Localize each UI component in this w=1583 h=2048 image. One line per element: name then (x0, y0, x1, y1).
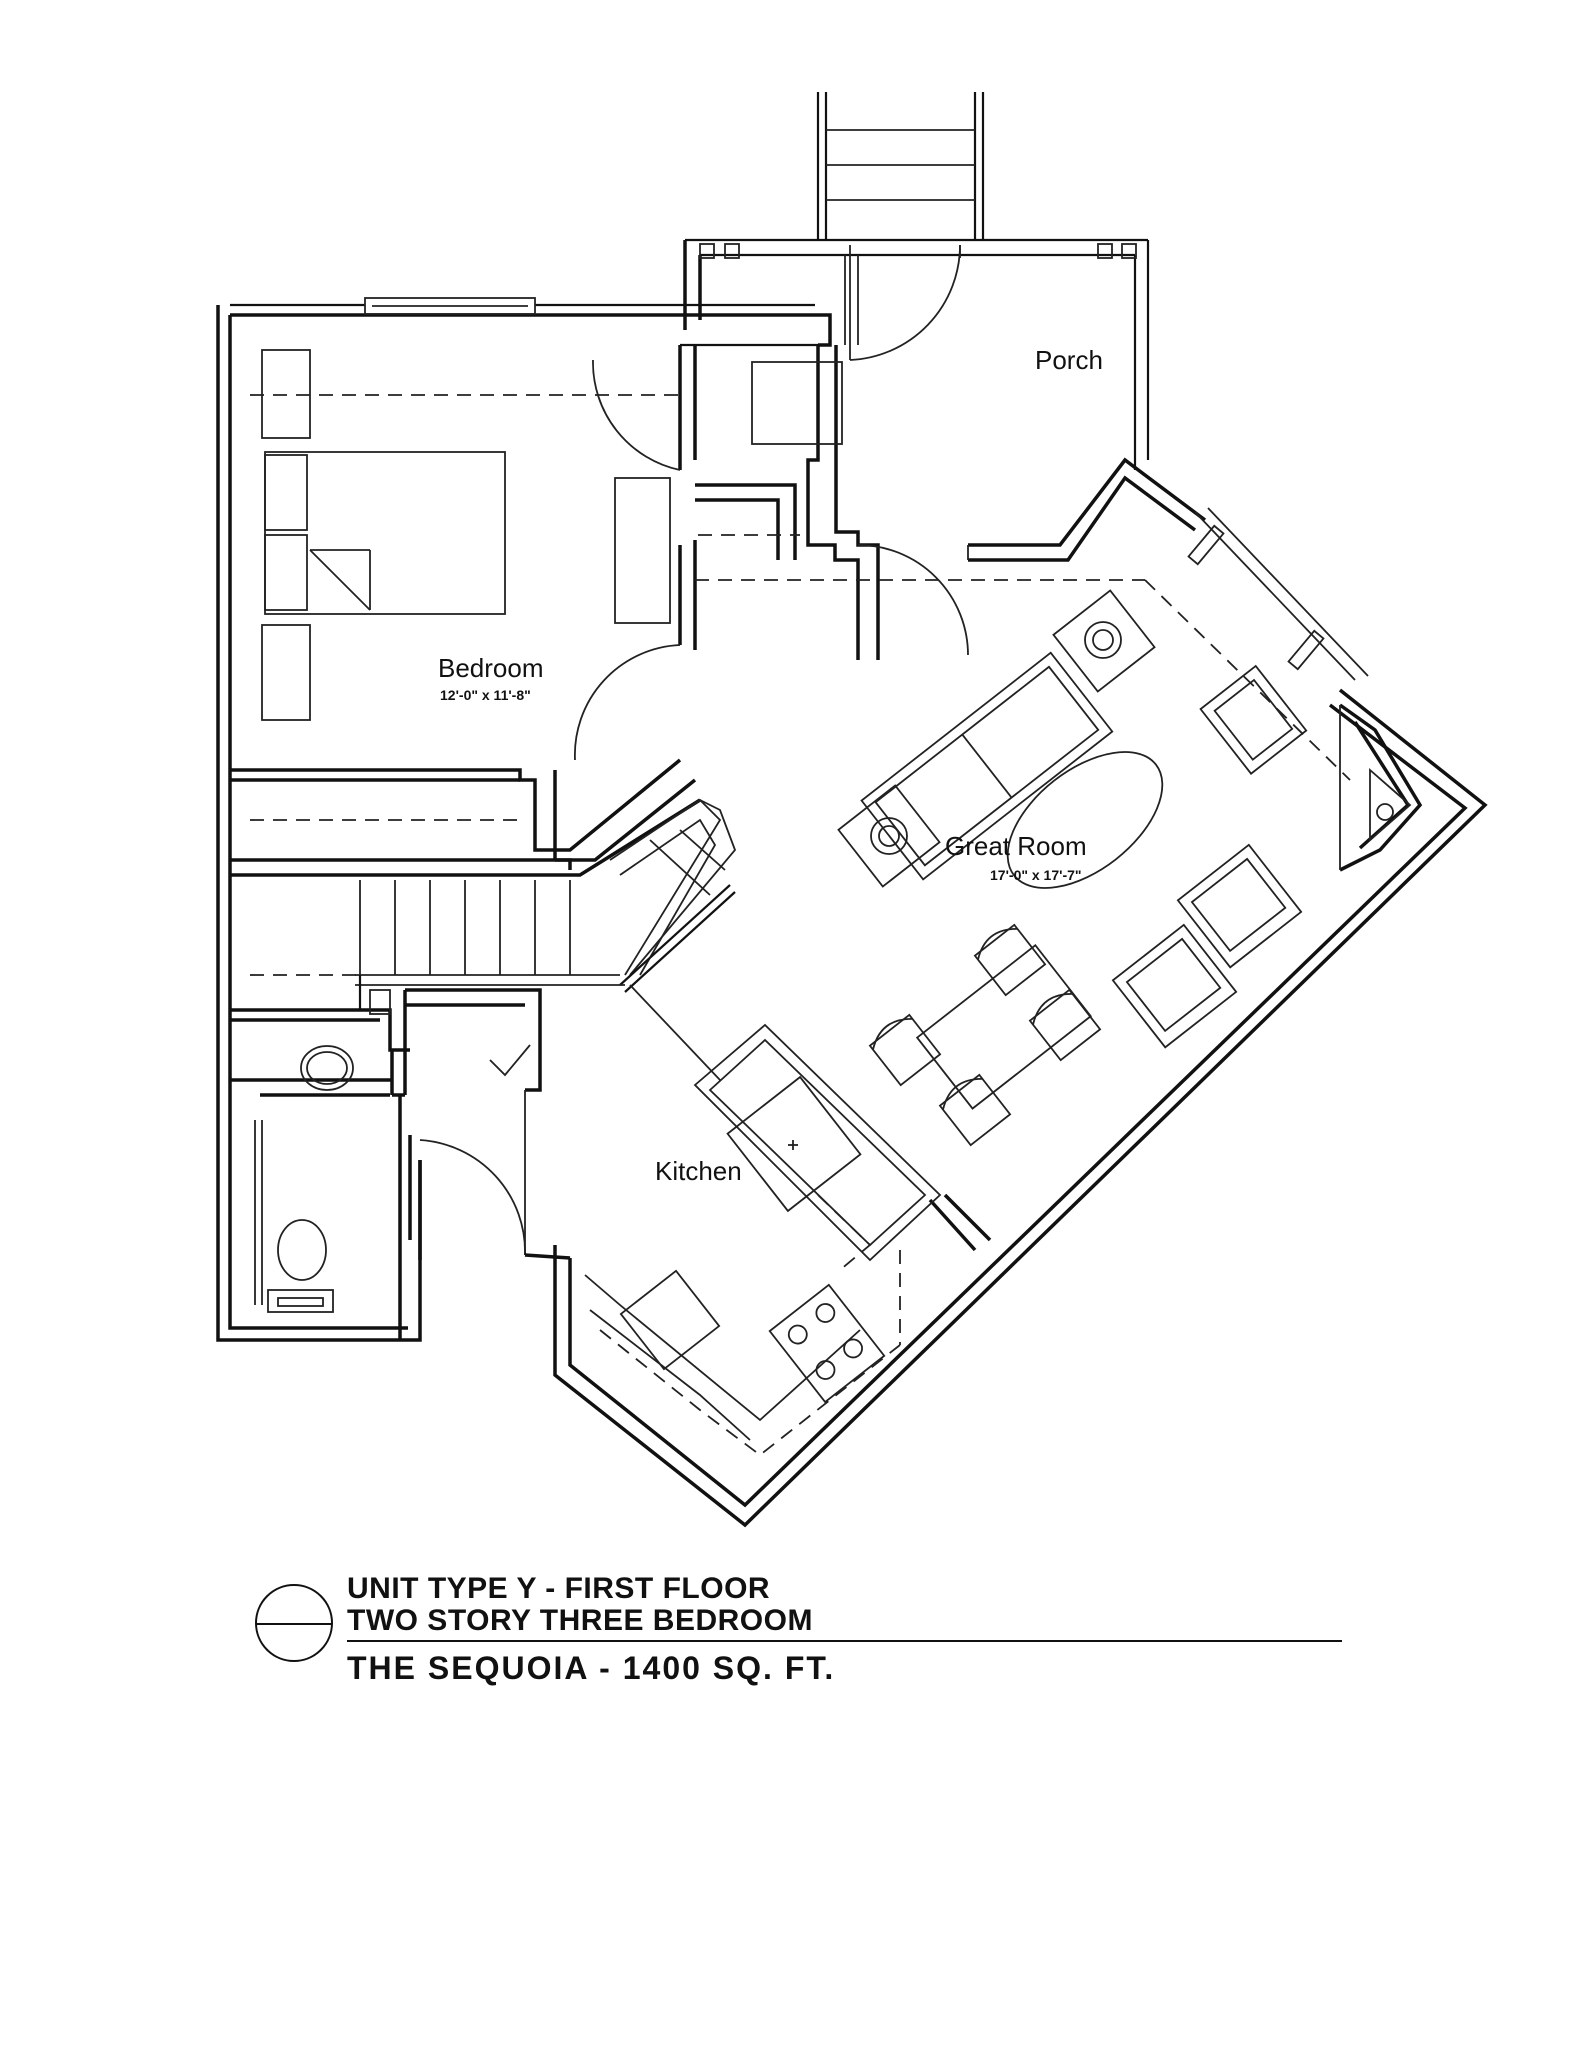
unit-type-title: UNIT TYPE Y - FIRST FLOOR (347, 1572, 771, 1605)
exterior-walls (216, 297, 1488, 1528)
room-dimensions-bedroom: 12'-0" x 11'-8" (440, 687, 531, 703)
porch-area (683, 92, 1150, 470)
staircase (250, 798, 737, 1010)
model-name: THE SEQUOIA - 1400 SQ. FT. (347, 1650, 836, 1686)
bathroom-fixtures (267, 1045, 354, 1313)
title-divider (347, 1640, 1342, 1642)
great-room-furniture (837, 589, 1308, 1147)
room-dimensions-great-room: 17'-0" x 17'-7" (990, 867, 1082, 883)
fireplace (1338, 703, 1423, 872)
room-label-great-room: Great Room (945, 831, 1087, 861)
kitchen-fixtures (584, 1023, 942, 1457)
room-label-bedroom: Bedroom (438, 653, 544, 683)
north-arrow-icon (255, 1584, 333, 1662)
interior-walls (230, 255, 1351, 1340)
title-block: UNIT TYPE Y - FIRST FLOOR TWO STORY THRE… (255, 1570, 1345, 1690)
room-label-porch: Porch (1035, 345, 1103, 375)
unit-description: TWO STORY THREE BEDROOM (347, 1604, 813, 1637)
room-label-kitchen: Kitchen (655, 1156, 742, 1186)
bedroom-furniture (261, 349, 843, 721)
